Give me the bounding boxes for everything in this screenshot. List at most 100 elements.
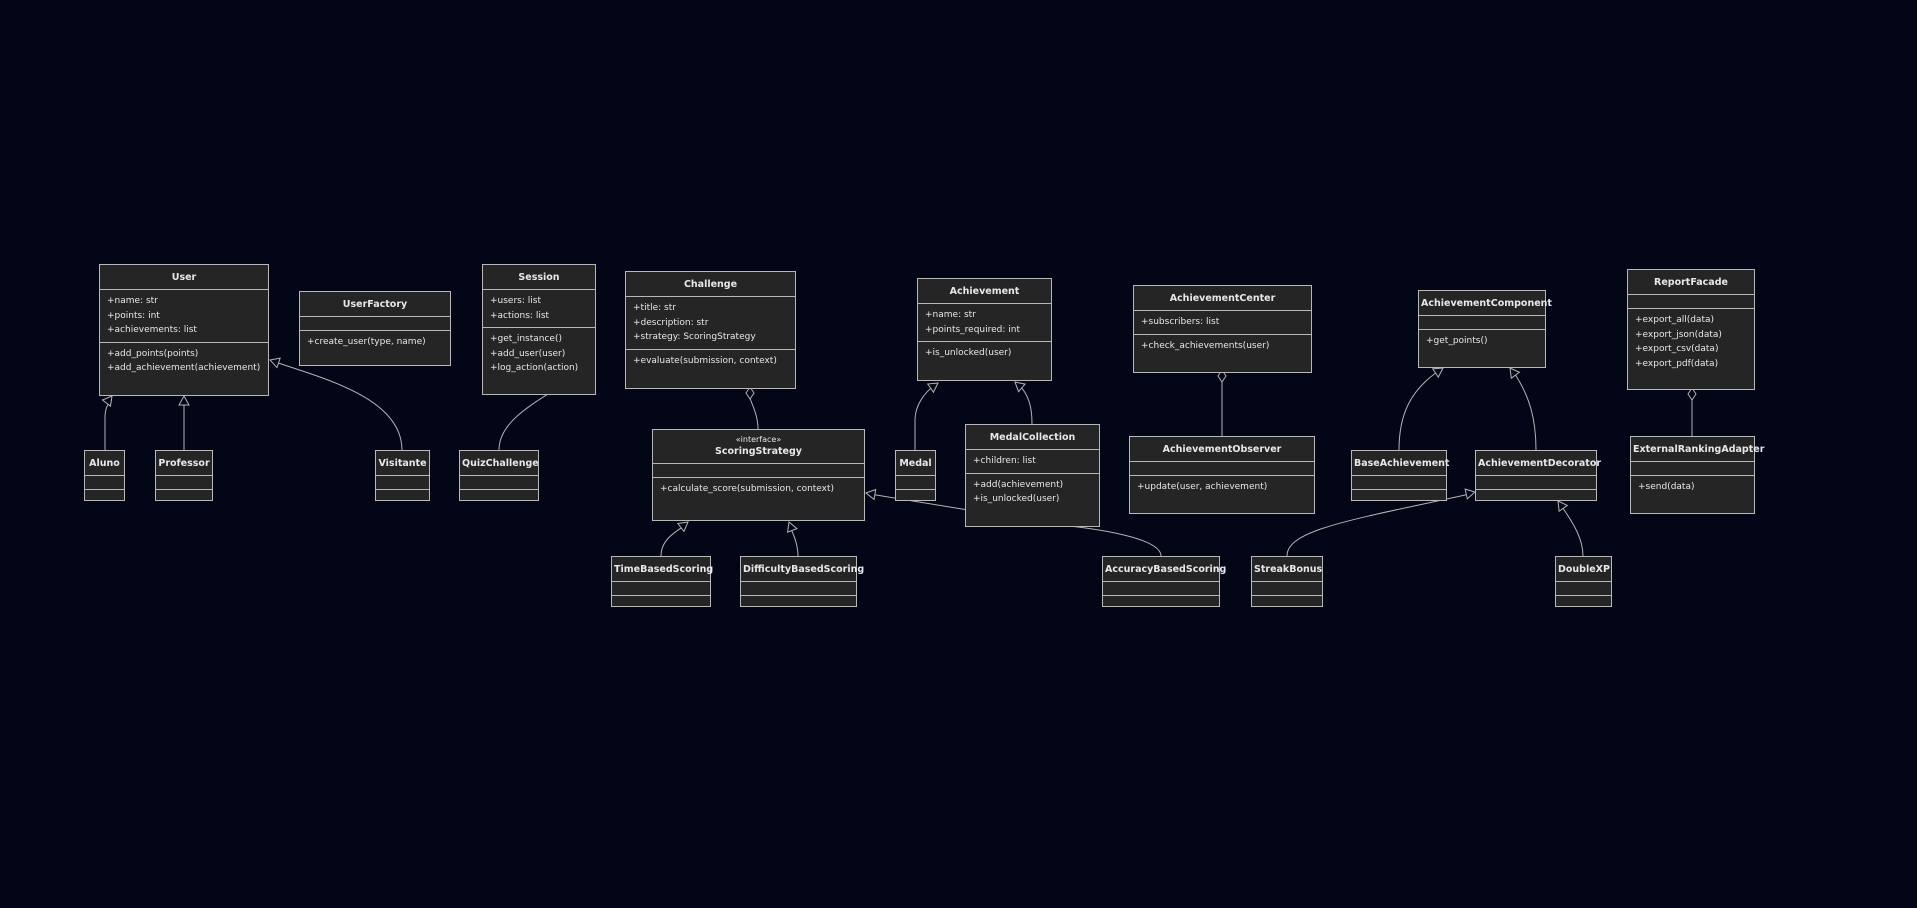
method: +create_user(type, name)	[307, 337, 426, 347]
inheritance-arrowhead	[786, 521, 798, 533]
class-double-xp[interactable]: DoubleXP	[1555, 556, 1612, 607]
class-title: UserFactory	[300, 292, 450, 317]
class-title: Medal	[896, 451, 935, 476]
method: +export_all(data)	[1635, 315, 1715, 325]
inheritance-edge-base-achievement-to-achievement-component	[1398, 369, 1441, 451]
attributes-section	[376, 476, 429, 490]
class-name: Professor	[158, 458, 210, 469]
class-title: MedalCollection	[966, 425, 1099, 450]
attribute: +name: str	[925, 310, 976, 320]
class-name: User	[171, 272, 197, 283]
class-report-facade[interactable]: ReportFacade +export_all(data)+export_jso…	[1627, 269, 1755, 390]
class-time-based-scoring[interactable]: TimeBasedScoring	[611, 556, 713, 609]
class-medal[interactable]: Medal	[895, 450, 936, 501]
class-difficulty-based-scoring[interactable]: DifficultyBasedScoring	[740, 556, 864, 609]
class-title: TimeBasedScoring	[612, 557, 713, 582]
class-streak-bonus[interactable]: StreakBonus	[1251, 556, 1323, 607]
class-title: StreakBonus	[1252, 557, 1322, 582]
class-name: AchievementCenter	[1169, 293, 1276, 304]
inheritance-arrowhead	[864, 488, 877, 501]
class-session[interactable]: Session+users: list+actions: list+get_in…	[482, 264, 596, 395]
class-name: UserFactory	[342, 299, 408, 310]
inheritance-arrowhead	[1431, 367, 1444, 379]
methods-section: +export_all(data)+export_json(data)+expo…	[1628, 309, 1754, 375]
attribute: +name: str	[107, 296, 158, 306]
methods-section	[156, 490, 212, 503]
methods-section: +check_achievements(user)	[1134, 335, 1311, 358]
attributes-section: +name: str+points_required: int	[918, 304, 1051, 342]
class-title: Aluno	[85, 451, 124, 476]
inheritance-arrowhead	[269, 357, 281, 369]
inheritance-arrowhead	[178, 394, 190, 406]
stereotype-label: «interface»	[735, 435, 782, 444]
class-title: AchievementComponent	[1419, 291, 1552, 316]
attribute: +description: str	[633, 317, 709, 328]
attributes-section	[1556, 582, 1611, 596]
class-title: ExternalRankingAdapter	[1631, 437, 1764, 462]
attributes-section	[460, 476, 538, 490]
attribute: +title: str	[633, 303, 676, 313]
class-user[interactable]: User+name: str+points: int+achievements:…	[99, 264, 269, 396]
inheritance-arrowhead	[1557, 500, 1569, 513]
class-achievement-decorator[interactable]: AchievementDecorator	[1475, 450, 1601, 503]
method: +log_action(action)	[490, 363, 579, 373]
aggregation-diamond	[745, 386, 755, 400]
class-achievement-observer[interactable]: AchievementObserver +update(user, achieve…	[1129, 436, 1315, 514]
inheritance-arrowhead	[1014, 381, 1027, 393]
class-user-factory[interactable]: UserFactory +create_user(type, name)	[299, 291, 451, 366]
methods-section	[1352, 490, 1446, 503]
class-title: Session	[483, 265, 595, 290]
methods-section	[1476, 490, 1596, 503]
attributes-section	[85, 476, 124, 490]
aggregation-diamond	[1217, 369, 1227, 383]
inheritance-arrowhead	[926, 382, 939, 394]
class-scoring-strategy[interactable]: «interface»ScoringStrategy+calculate_sco…	[652, 429, 865, 521]
class-title: AchievementObserver	[1130, 437, 1314, 462]
method: +add_points(points)	[107, 348, 199, 359]
class-accuracy-based-scoring[interactable]: AccuracyBasedScoring	[1102, 556, 1226, 607]
class-title: BaseAchievement	[1352, 451, 1449, 476]
method: +is_unlocked(user)	[925, 348, 1012, 358]
method: +update(user, achievement)	[1137, 482, 1268, 492]
attributes-section	[1631, 462, 1754, 476]
class-quiz-challenge[interactable]: QuizChallenge	[459, 450, 539, 501]
methods-section: +add(achievement)+is_unlocked(user)	[966, 474, 1099, 511]
class-professor[interactable]: Professor	[155, 450, 213, 501]
class-title: DifficultyBasedScoring	[741, 557, 864, 582]
class-title: AchievementDecorator	[1476, 451, 1601, 476]
attribute: +achievements: list	[107, 325, 197, 335]
class-name: ReportFacade	[1654, 277, 1728, 288]
methods-section: +is_unlocked(user)	[918, 342, 1051, 365]
attribute: +users: list	[490, 296, 541, 306]
method: +add(achievement)	[973, 479, 1064, 490]
attributes-section	[156, 476, 212, 490]
methods-section	[741, 596, 856, 609]
methods-section	[612, 596, 710, 609]
method: +add_achievement(achievement)	[107, 363, 261, 373]
inheritance-edge-difficulty-based-scoring-to-scoring-strategy	[789, 526, 799, 557]
class-name: Aluno	[89, 458, 120, 469]
class-medal-collection[interactable]: MedalCollection+children: list+add(achie…	[965, 424, 1100, 527]
class-base-achievement[interactable]: BaseAchievement	[1351, 450, 1449, 503]
class-achievement-component[interactable]: AchievementComponent+get_points()	[1418, 290, 1552, 368]
class-aluno[interactable]: Aluno	[84, 450, 125, 501]
method: +evaluate(submission, context)	[633, 355, 777, 366]
methods-section	[460, 490, 538, 503]
class-title: «interface»ScoringStrategy	[653, 430, 864, 464]
class-name: MedalCollection	[989, 432, 1076, 443]
class-visitante[interactable]: Visitante	[375, 450, 430, 501]
class-achievement-center[interactable]: AchievementCenter+subscribers: list+chec…	[1133, 285, 1312, 373]
inheritance-edge-time-based-scoring-to-scoring-strategy	[660, 525, 685, 557]
class-external-ranking-adapter[interactable]: ExternalRankingAdapter+send(data)	[1630, 436, 1764, 514]
methods-section: +add_points(points) +add_achievement(achi…	[100, 343, 268, 380]
aggregation-edge-scoring-strategy-to-challenge	[749, 397, 759, 430]
attributes-section: +users: list+actions: list	[483, 290, 595, 328]
attributes-section	[1628, 295, 1754, 309]
class-challenge[interactable]: Challenge+title: str+description: str+st…	[625, 271, 796, 389]
class-achievement[interactable]: Achievement+name: str+points_required: i…	[917, 278, 1052, 381]
class-name: AchievementObserver	[1162, 444, 1282, 455]
attributes-section	[896, 476, 935, 490]
class-title: Visitante	[376, 451, 429, 476]
class-title: User	[100, 265, 268, 290]
